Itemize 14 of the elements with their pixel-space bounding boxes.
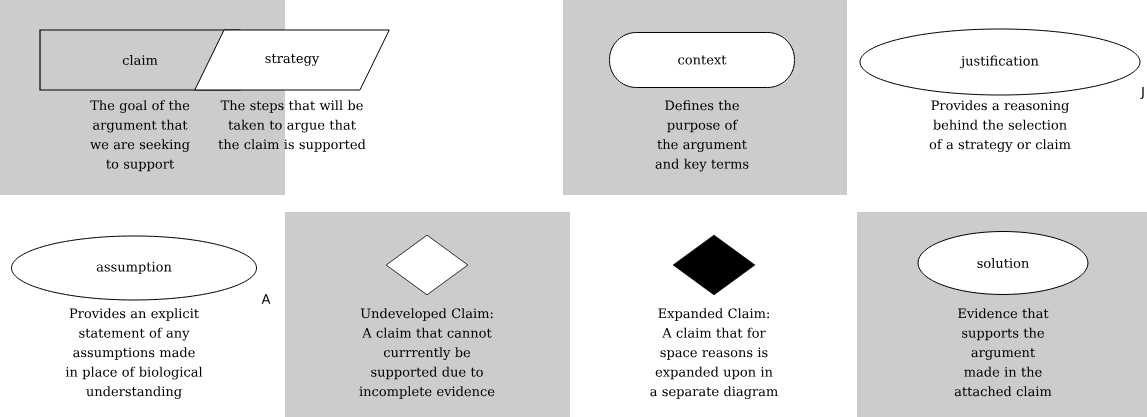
description-text: Defines the purpose of the argument and key terms	[655, 100, 749, 172]
context-rounded-box: context	[609, 32, 795, 88]
description-text: The goal of the argument that we are seeking to support	[90, 100, 190, 172]
description-text: Undeveloped Claim: A claim that cannot currrently be supported due to incomplete evidence	[359, 308, 495, 399]
strategy-parallelogram: strategy	[194, 29, 390, 91]
description-text: Expanded Claim: A claim that for space reasons is expanded upon in a separate diagram	[650, 308, 778, 399]
filled-diamond	[672, 234, 756, 296]
description-text: The steps that will be taken to argue that the claim is supported	[218, 100, 366, 152]
description-text: Evidence that supports the argument made in the attached claim	[954, 308, 1052, 397]
diamond	[385, 234, 469, 296]
description-text: Provides a reasoning behind the selection of a strategy or claim	[929, 100, 1071, 152]
description-text: Provides an explicit statement of any assumptions made in place of biological understanding	[65, 308, 203, 399]
corner-letter: J	[1140, 86, 1144, 100]
corner-letter: A	[261, 294, 271, 304]
